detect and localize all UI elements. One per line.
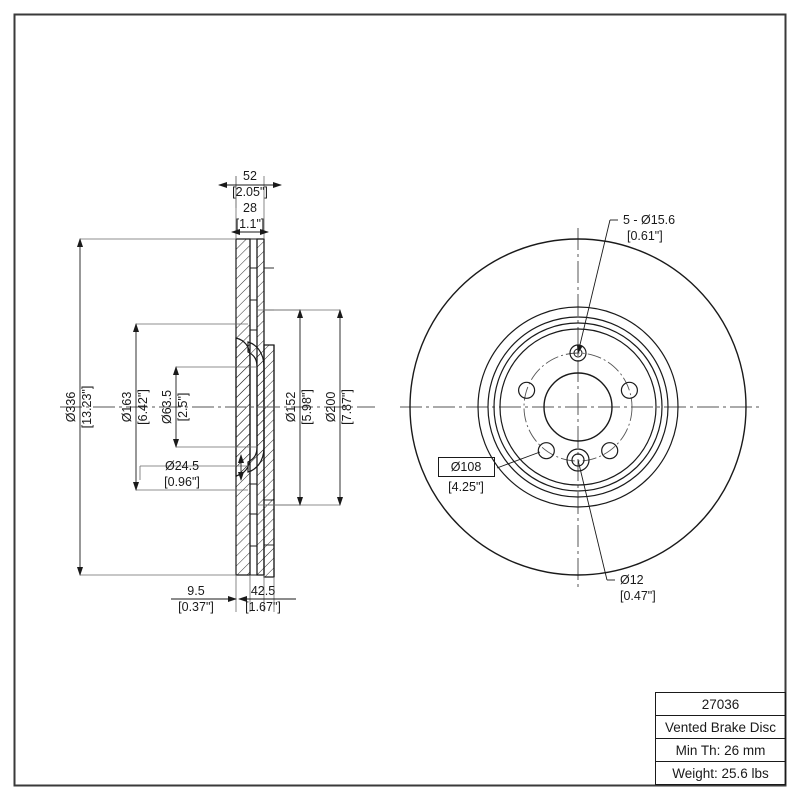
dim-pilot-diameter-value: Ø24.5 [165, 459, 199, 473]
title-block-description: Vented Brake Disc [665, 720, 776, 735]
dim-outer-diameter-inch: [13.23"] [80, 386, 94, 429]
dim-offset-inch: [1.67"] [245, 600, 281, 614]
dim-outer-diameter: Ø336 [13.23"] [64, 238, 94, 576]
title-block-min-thickness: Min Th: 26 mm [676, 743, 766, 758]
dim-pilot-diameter-inch: [0.96"] [164, 475, 200, 489]
lug-hole-4 [537, 442, 555, 460]
face-outer-diameter-circle [409, 238, 747, 576]
section-hat-wall-top [263, 344, 275, 578]
dim-overall-width: 52 [2.05"] [218, 169, 282, 199]
face-center-bore-circle [543, 372, 613, 442]
callout-bolt-circle-box [438, 457, 495, 477]
dim-hat-outer-diameter-value: Ø163 [120, 392, 134, 423]
callout-bolt-circle-line1: Ø108 [451, 460, 482, 474]
section-outboard-ring-bottom [235, 337, 251, 576]
lug-hole-2 [620, 381, 639, 399]
dim-inner-friction-diameter-value: Ø152 [284, 392, 298, 423]
dim-pilot-diameter: Ø24.5 [0.96"] [164, 454, 244, 489]
callout-pin-holes: Ø12 [0.47"] [577, 459, 656, 603]
face-view: 5 - Ø15.6 [0.61"] Ø108 [4.25"] Ø12 [0.47… [400, 213, 760, 603]
callout-bolt-circle-line2: [4.25"] [448, 480, 484, 494]
dim-vane-outer-diameter-value: Ø200 [324, 392, 338, 423]
title-block: 27036 Vented Brake Disc Min Th: 26 mm We… [655, 692, 786, 785]
callout-lug-holes-leader [576, 219, 611, 354]
face-inner-friction-circle [487, 316, 669, 498]
dim-center-bore-inch: [2.5"] [176, 393, 190, 422]
dim-hat-height-value: 9.5 [187, 584, 204, 598]
dim-vane-outer-diameter-inch: [7.87"] [340, 389, 354, 425]
callout-bolt-circle-leader [496, 451, 541, 469]
pin-hole-bottom-outer [566, 448, 590, 472]
dim-inner-friction-diameter: Ø152 [5.98"] [284, 309, 314, 506]
dim-rotor-thickness: 28 [1.1"] [231, 201, 269, 235]
title-block-weight: Weight: 25.6 lbs [672, 766, 769, 781]
dim-rotor-thickness-value: 28 [243, 201, 257, 215]
section-vent-ribs [250, 238, 257, 576]
callout-lug-holes: 5 - Ø15.6 [0.61"] [576, 213, 675, 354]
dim-center-bore: Ø63.5 [2.5"] [160, 366, 190, 448]
callout-lug-holes-line1: 5 - Ø15.6 [623, 213, 675, 227]
dim-inner-friction-diameter-inch: [5.98"] [300, 389, 314, 425]
cross-section-view: 52 [2.05"] 28 [1.1"] Ø336 [13.23"] Ø163 … [60, 169, 375, 614]
lug-hole-3 [601, 442, 619, 460]
face-hat-body-circle [499, 328, 657, 486]
dim-hat-outer-diameter-inch: [6.42"] [136, 389, 150, 425]
face-hat-outer-circle [493, 322, 663, 492]
dim-outer-diameter-value: Ø336 [64, 392, 78, 423]
callout-pin-holes-leader [577, 459, 608, 581]
dim-offset: 42.5 [1.67"] [238, 584, 296, 614]
dim-hat-outer-diameter: Ø163 [6.42"] [120, 323, 150, 491]
dim-hat-height-inch: [0.37"] [178, 600, 214, 614]
face-vane-outer-circle [477, 306, 679, 508]
callout-pin-holes-line1: Ø12 [620, 573, 644, 587]
dim-hat-height: 9.5 [0.37"] [171, 584, 237, 614]
dim-vane-outer-diameter: Ø200 [7.87"] [324, 309, 354, 506]
sheet-border [13, 13, 787, 787]
dim-offset-value: 42.5 [251, 584, 275, 598]
callout-pin-holes-line2: [0.47"] [620, 589, 656, 603]
dim-center-bore-value: Ø63.5 [160, 390, 174, 424]
pin-hole-bottom [571, 453, 585, 467]
callout-lug-holes-line2: [0.61"] [627, 229, 663, 243]
dim-rotor-thickness-inch: [1.1"] [236, 217, 265, 231]
lug-hole-5 [517, 381, 536, 399]
dim-overall-width-value: 52 [243, 169, 257, 183]
title-block-part-number: 27036 [702, 697, 740, 712]
callout-bolt-circle: Ø108 [4.25"] [438, 451, 541, 494]
dim-overall-width-inch: [2.05"] [232, 185, 268, 199]
